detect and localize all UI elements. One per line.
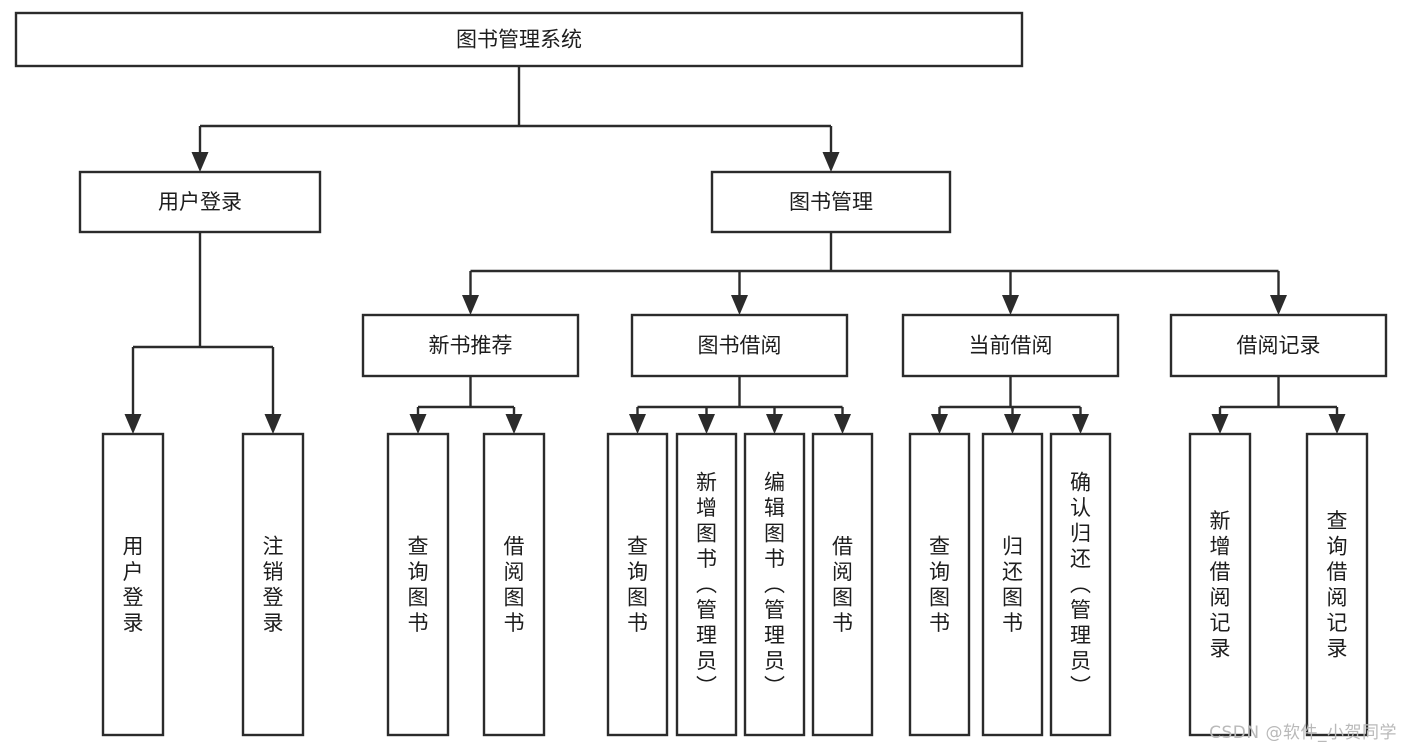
node-current-borrow[interactable]: 当前借阅: [901, 313, 1120, 378]
arrow-head: [1072, 414, 1089, 434]
node-label-leaf-user-login: 用户登录: [123, 534, 144, 635]
node-label-leaf-borrow-book-1: 借阅图书: [504, 534, 525, 635]
node-box-leaf-query-book-3: [908, 432, 971, 737]
node-leaf-borrow-book-2[interactable]: 借阅图书: [811, 432, 874, 737]
node-label-leaf-query-record: 查询借阅记录: [1327, 509, 1348, 661]
arrow-head: [124, 414, 142, 434]
node-user-login[interactable]: 用户登录: [78, 170, 322, 234]
edge-group-book-manage: [462, 232, 1287, 315]
arrow-head: [462, 295, 479, 315]
node-label-leaf-add-book: 新增图书︵管理员︶: [696, 471, 717, 699]
node-label-leaf-query-book-2: 查询图书: [627, 534, 648, 635]
node-box-root: [14, 11, 1024, 68]
node-box-leaf-user-login: [101, 432, 165, 737]
node-leaf-add-record[interactable]: 新增借阅记录: [1188, 432, 1252, 737]
edge-group-root: [191, 66, 840, 172]
arrow-head: [629, 414, 646, 434]
arrow-head: [822, 152, 840, 172]
node-label-borrow-record: 借阅记录: [1237, 334, 1321, 358]
edge-group-user-login: [124, 232, 282, 434]
edge-group-new-book-rec: [409, 376, 523, 434]
node-box-leaf-return-book: [981, 432, 1044, 737]
arrow-head: [931, 414, 948, 434]
node-leaf-query-book-1[interactable]: 查询图书: [386, 432, 450, 737]
node-root[interactable]: 图书管理系统: [14, 11, 1024, 68]
node-leaf-user-login[interactable]: 用户登录: [101, 432, 165, 737]
node-label-leaf-edit-book: 编辑图书︵管理员︶: [764, 471, 785, 699]
node-box-leaf-add-record: [1188, 432, 1252, 737]
arrow-head: [191, 152, 209, 172]
node-label-new-book-rec: 新书推荐: [429, 334, 513, 358]
arrow-head: [264, 414, 282, 434]
arrow-head: [1270, 295, 1287, 315]
node-leaf-query-book-3[interactable]: 查询图书: [908, 432, 971, 737]
node-box-user-login: [78, 170, 322, 234]
node-label-book-manage: 图书管理: [789, 190, 873, 214]
node-leaf-query-record[interactable]: 查询借阅记录: [1305, 432, 1369, 737]
arrow-head: [1004, 414, 1021, 434]
node-leaf-edit-book[interactable]: 编辑图书︵管理员︶: [743, 432, 806, 737]
node-leaf-add-book[interactable]: 新增图书︵管理员︶: [675, 432, 738, 737]
arrow-head: [766, 414, 783, 434]
node-borrow-record[interactable]: 借阅记录: [1169, 313, 1388, 378]
node-label-root: 图书管理系统: [456, 28, 582, 52]
edge-group-book-borrow: [629, 376, 851, 434]
node-box-leaf-query-book-2: [606, 432, 669, 737]
arrow-head: [698, 414, 715, 434]
node-leaf-logout[interactable]: 注销登录: [241, 432, 305, 737]
node-book-manage[interactable]: 图书管理: [710, 170, 952, 234]
node-label-leaf-query-book-3: 查询图书: [929, 534, 950, 635]
node-box-leaf-logout: [241, 432, 305, 737]
node-label-leaf-logout: 注销登录: [263, 534, 284, 635]
edge-group-borrow-record: [1211, 376, 1346, 434]
node-box-leaf-query-record: [1305, 432, 1369, 737]
node-book-borrow[interactable]: 图书借阅: [630, 313, 849, 378]
node-label-leaf-query-book-1: 查询图书: [408, 534, 429, 635]
node-leaf-borrow-book-1[interactable]: 借阅图书: [482, 432, 546, 737]
node-box-leaf-confirm-return: [1049, 432, 1112, 737]
node-label-user-login: 用户登录: [158, 190, 242, 214]
arrow-head: [731, 295, 748, 315]
node-box-leaf-add-book: [675, 432, 738, 737]
node-box-leaf-borrow-book-1: [482, 432, 546, 737]
node-label-book-borrow: 图书借阅: [698, 334, 782, 358]
node-box-leaf-edit-book: [743, 432, 806, 737]
arrow-head: [1211, 414, 1229, 434]
node-box-leaf-borrow-book-2: [811, 432, 874, 737]
node-label-leaf-return-book: 归还图书: [1002, 534, 1023, 635]
node-leaf-query-book-2[interactable]: 查询图书: [606, 432, 669, 737]
node-label-leaf-borrow-book-2: 借阅图书: [832, 534, 853, 635]
node-label-current-borrow: 当前借阅: [969, 334, 1053, 358]
arrow-head: [505, 414, 523, 434]
node-box-current-borrow: [901, 313, 1120, 378]
node-leaf-confirm-return[interactable]: 确认归还︵管理员︶: [1049, 432, 1112, 737]
node-label-leaf-add-record: 新增借阅记录: [1210, 509, 1231, 661]
arrow-head: [409, 414, 427, 434]
node-box-borrow-record: [1169, 313, 1388, 378]
node-box-book-manage: [710, 170, 952, 234]
node-layer: 图书管理系统用户登录图书管理新书推荐图书借阅当前借阅借阅记录用户登录注销登录查询…: [14, 11, 1388, 737]
edge-group-current-borrow: [931, 376, 1089, 434]
node-new-book-rec[interactable]: 新书推荐: [361, 313, 580, 378]
node-box-leaf-query-book-1: [386, 432, 450, 737]
arrow-head: [1328, 414, 1346, 434]
node-label-leaf-confirm-return: 确认归还︵管理员︶: [1070, 471, 1091, 699]
arrow-head: [1002, 295, 1019, 315]
node-box-new-book-rec: [361, 313, 580, 378]
connector-layer: [124, 66, 1346, 434]
node-box-book-borrow: [630, 313, 849, 378]
node-leaf-return-book[interactable]: 归还图书: [981, 432, 1044, 737]
arrow-head: [834, 414, 851, 434]
